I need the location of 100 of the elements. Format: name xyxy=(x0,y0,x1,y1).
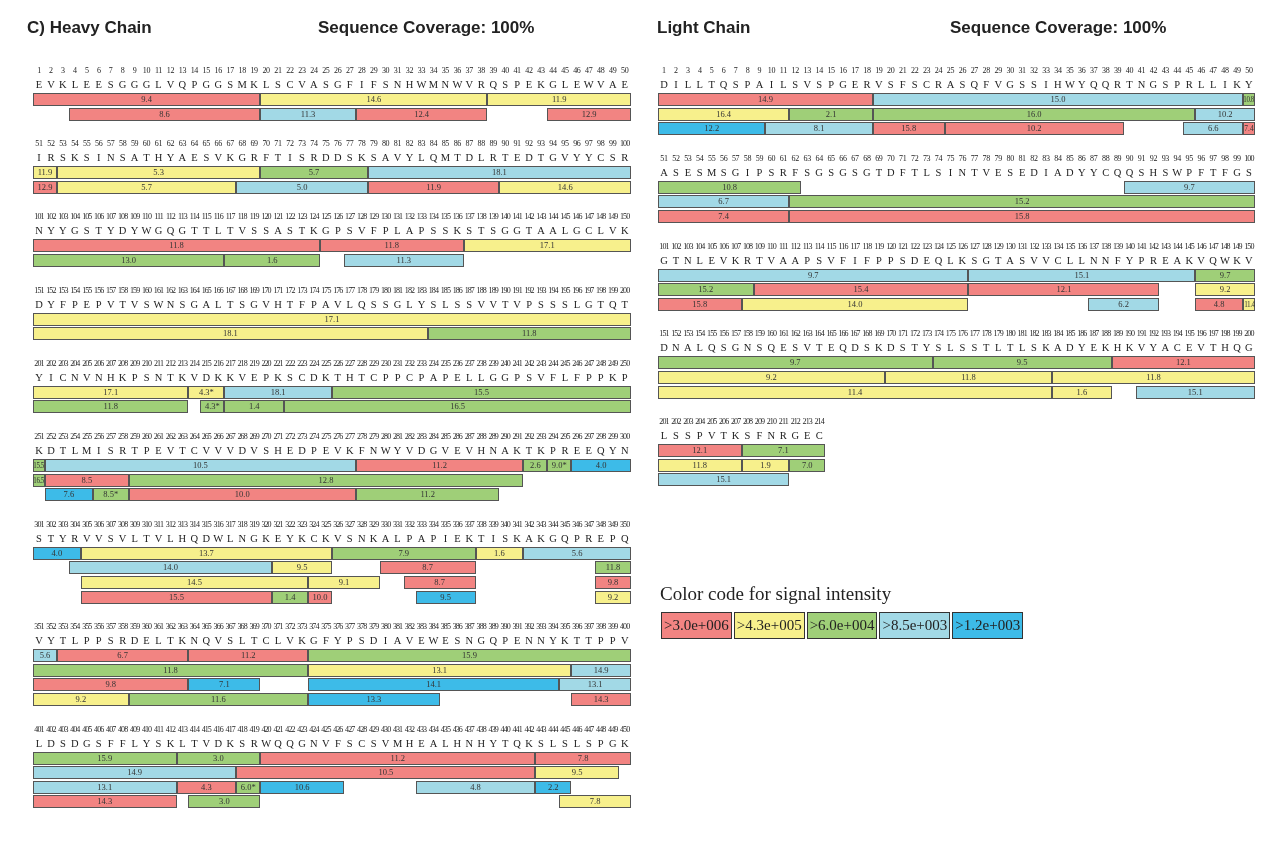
peptide-bar: 9.1 xyxy=(308,576,380,589)
peptide-bar: 14.5 xyxy=(80,576,309,589)
sequence-row-text: N Y Y G S T Y D Y W G Q G T T L T V S S A S T K G P S V F P L A P S S K S T S G G T A A L G C L V K xyxy=(34,224,630,239)
sequence-row-text: V Y T L P P S R D E L T K N Q V S L T C L V K G F Y P S D I A V E W E S N G Q P E N N Y K T T P P V xyxy=(34,634,630,649)
peptide-bar: 8.5* xyxy=(92,488,129,502)
peptide-bar: 16.4 xyxy=(658,107,790,121)
peptide-bar: 7.9 xyxy=(332,546,476,560)
peptide-bar: 7.8 xyxy=(535,751,631,765)
peptide-bar: 10.0 xyxy=(128,488,356,502)
peptide-bar: 11.3 xyxy=(260,107,356,121)
peptide-bar: 10.6 xyxy=(260,780,344,794)
peptide-bar: 14.3 xyxy=(571,693,631,706)
peptide-bar: 3.0 xyxy=(188,795,261,809)
peptide-bar: 15.0 xyxy=(872,93,1244,106)
peptide-bar: 12.9 xyxy=(547,107,631,121)
peptide-bar: 15.1 xyxy=(1135,385,1255,399)
peptide-bar: 14.9 xyxy=(33,766,237,780)
peptide-bar: 3.0 xyxy=(176,751,261,765)
peptide-bar: 13.1 xyxy=(308,663,572,677)
residue-number-row-text: 51 52 53 54 55 56 57 58 59 60 61 62 63 64 65 66 67 68 69 70 71 72 73 74 75 76 77 78 79 80 81 82 83 84 85 86 87 88 89 90 91 92 93 94 95 96 97 98 99 100 xyxy=(34,139,631,150)
peptide-bar: 15.8 xyxy=(872,122,945,136)
peptide-bar: 8.6 xyxy=(68,107,261,121)
peptide-bar: 5.0 xyxy=(236,180,368,194)
peptide-bar: 1.4 xyxy=(224,400,285,414)
peptide-bar: 11.2 xyxy=(355,459,524,472)
peptide-bar: 15.9 xyxy=(308,649,631,663)
peptide-bar: 9.2 xyxy=(595,590,631,604)
peptide-bar: 7.1 xyxy=(188,678,261,692)
sequence-row-text: L S S P V T K S F N R G E C xyxy=(659,429,824,444)
peptide-bar: 11.2 xyxy=(355,488,500,502)
peptide-bar: 16.0 xyxy=(872,107,1196,121)
peptide-bar: 11.8 xyxy=(33,239,321,253)
peptide-bar: 9.2 xyxy=(658,371,885,384)
residue-number-row: 301 302 303 304 305 306 307 308 309 310 311 312 313 314 315 316 317 318 319 320 321 322 323 324 325 326 327 328 329 330 331 332 333 334 335 336 337 338 339 340 341 342 343 344 345 346 347 348 349 350 xyxy=(33,519,631,530)
peptide-bar: 6.2 xyxy=(1087,297,1160,311)
peptide-bar: 10.8 xyxy=(658,180,802,194)
peptide-bar: 13.1 xyxy=(33,780,177,794)
peptide-bar: 4.3* xyxy=(200,400,225,414)
residue-number-row: 101 102 103 104 105 106 107 108 109 110 111 112 113 114 115 116 117 118 119 120 121 122 123 124 125 126 127 128 129 130 131 132 133 134 135 136 137 138 139 140 141 142 143 144 145 146 147 148 149 150 xyxy=(658,241,1255,252)
peptide-bar: 11.2 xyxy=(260,751,536,765)
peptide-bar: 12.9 xyxy=(33,180,57,194)
peptide-bar: 11.8 xyxy=(1052,371,1255,384)
peptide-bar: 11.8 xyxy=(595,561,631,575)
sequence-row-text: L D S D G S F F L Y S K L T V D K S R W Q Q G N V F S C S V M H E A L H N H Y T Q K S L S L S P G K xyxy=(34,736,630,751)
peptide-bar: 7.1 xyxy=(741,444,826,458)
peptide-bar: 7.8 xyxy=(559,795,631,809)
peptide-bar: 9.8 xyxy=(595,576,631,589)
peptide-bar: 14.1 xyxy=(308,678,560,692)
peptide-bar: 9.5 xyxy=(272,561,332,575)
peptide-bar: 4.3 xyxy=(176,780,237,794)
peptide-bar: 15.8 xyxy=(658,297,742,311)
peptide-bar: 7.6 xyxy=(44,488,93,502)
chain-heading: Light Chain xyxy=(657,18,751,38)
residue-number-row-text: 1 2 3 4 5 6 7 8 9 10 11 12 13 14 15 16 17 18 19 20 21 22 23 24 25 26 27 28 29 30 31 32 33 34 35 36 37 38 39 40 41 42 43 44 45 46 47 48 49 50 xyxy=(36,66,630,76)
peptide-bar: 9.2 xyxy=(33,693,129,706)
peptide-bar: 12.1 xyxy=(968,283,1160,297)
peptide-bar: 9.2 xyxy=(1195,283,1255,297)
peptide-bar: 2.6 xyxy=(523,459,548,472)
legend-swatch: >4.3e+005 xyxy=(733,612,805,639)
sequence-row-text: D N A L Q S G N S Q E S V T E Q D S K D S T Y S L S S T L T L S K A D Y E K H K V Y A C E V T H Q G xyxy=(659,341,1254,356)
peptide-bar: 12.8 xyxy=(128,473,524,487)
sequence-row-text: S T Y R V V S V L T V L H Q D W L N G K E Y K C K V S N K A L P A P I E K T I S K A K G Q P R E P Q xyxy=(35,531,630,546)
peptide-bar: 15.5 xyxy=(80,590,273,604)
peptide-bar: 2.2 xyxy=(535,780,572,794)
peptide-bar: 10.0 xyxy=(308,590,332,604)
legend-swatch: >3.0e+006 xyxy=(661,612,732,639)
peptide-bar: 1.6 xyxy=(224,254,321,267)
peptide-bar: 9.7 xyxy=(658,356,933,370)
peptide-bar: 14.0 xyxy=(741,297,969,311)
peptide-bar: 13.1 xyxy=(559,678,631,692)
residue-number-row: 401 402 403 404 405 406 407 408 409 410 411 412 413 414 415 416 417 418 419 420 421 422 423 424 425 426 427 428 429 430 431 432 433 434 435 436 437 438 439 440 441 442 443 444 445 446 447 448 449 450 xyxy=(33,724,631,735)
peptide-bar: 9.7 xyxy=(1195,268,1255,282)
peptide-bar: 11.9 xyxy=(487,93,631,106)
peptide-bar: 15.2 xyxy=(658,283,754,297)
peptide-bar: 11.3 xyxy=(343,254,464,267)
peptide-bar: 17.1 xyxy=(33,312,631,326)
peptide-bar: 15.2 xyxy=(789,195,1255,209)
peptide-bar: 4.3* xyxy=(188,385,225,399)
peptide-bar: 15.8 xyxy=(789,210,1255,223)
peptide-bar: 6.0* xyxy=(236,780,261,794)
peptide-bar: 10.5 xyxy=(44,459,356,472)
peptide-bar: 12.2 xyxy=(658,122,766,136)
sequence-row-text: A S E S M S G I P S R F S G S G S G T D F T L S I N T V E S E D I A D Y Y C Q Q S H S W P F T F G S xyxy=(659,165,1253,180)
peptide-bar: 9.5 xyxy=(932,356,1112,370)
residue-number-row: 351 352 353 354 355 356 357 358 359 360 361 362 363 364 365 366 367 368 369 370 371 372 373 374 375 376 377 378 379 380 381 382 383 384 385 386 387 388 389 390 391 392 393 394 395 396 397 398 399 400 xyxy=(33,622,631,633)
peptide-bar: 13.3 xyxy=(308,693,440,706)
peptide-bar: 11.9 xyxy=(33,166,57,180)
peptide-bar: 11.8 xyxy=(427,327,631,341)
peptide-bar: 14.3 xyxy=(33,795,177,809)
residue-number-row: 251 252 253 254 255 256 257 258 259 260 261 262 263 264 265 266 267 268 269 270 271 272 273 274 275 276 277 278 279 280 281 282 283 284 285 286 287 288 289 290 291 292 293 294 295 296 297 298 299 300 xyxy=(33,432,631,442)
peptide-bar: 4.8 xyxy=(1195,297,1244,311)
residue-number-row: 201 202 203 204 205 206 207 208 209 210 211 212 213 214 215 216 217 218 219 220 221 222 223 224 225 226 227 228 229 230 231 232 233 234 235 236 237 238 239 240 241 242 243 244 245 246 247 248 249 250 xyxy=(33,358,631,369)
peptide-bar: 8.7 xyxy=(403,576,476,589)
peptide-bar: 16.5 xyxy=(284,400,631,414)
peptide-bar: 9.8 xyxy=(33,678,189,692)
peptide-bar: 11.8 xyxy=(658,458,742,472)
peptide-bar: 18.1 xyxy=(224,385,332,399)
peptide-bar: 14.6 xyxy=(499,180,631,194)
peptide-bar: 10.2 xyxy=(1195,107,1255,121)
peptide-bar: 5.6 xyxy=(523,546,631,560)
